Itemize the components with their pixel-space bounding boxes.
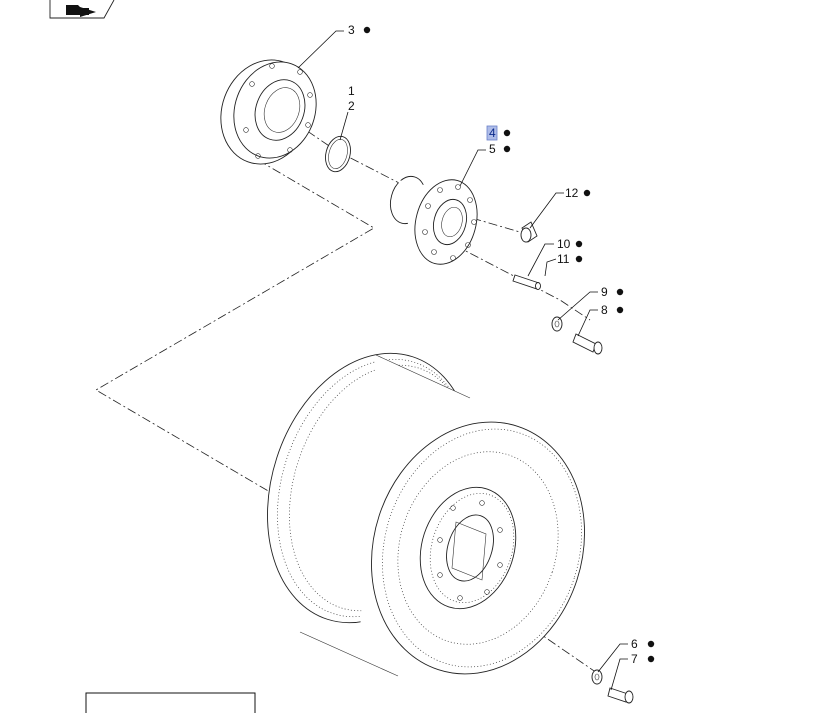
leader-lines: [297, 30, 628, 691]
callout-label: 6: [631, 637, 638, 651]
callout-label: 2: [348, 99, 355, 113]
callout-label: 4: [489, 126, 496, 140]
bushing[interactable]: [520, 221, 538, 243]
callout-3[interactable]: 3: [348, 23, 371, 37]
highlight-box: [486, 125, 498, 141]
callout-label: 5: [489, 142, 496, 156]
callout-dot: [616, 288, 624, 296]
callout-8[interactable]: 8: [601, 303, 624, 317]
washer-lower[interactable]: [591, 669, 603, 685]
callout-label: 11: [557, 252, 570, 266]
callout-dot: [583, 189, 591, 197]
bolt-upper[interactable]: [572, 333, 603, 355]
retaining-ring[interactable]: [322, 134, 354, 175]
callout-7[interactable]: 7: [631, 652, 655, 666]
callout-label: 1: [348, 84, 355, 98]
wheel-hub[interactable]: [385, 172, 486, 271]
callout-dot: [575, 255, 583, 263]
callout-dot: [616, 306, 624, 314]
callout-label: 3: [348, 23, 355, 37]
corner-tab[interactable]: [49, 0, 115, 19]
callout-2[interactable]: 2: [348, 99, 355, 113]
callout-dot: [647, 640, 655, 648]
callout-9[interactable]: 9: [601, 285, 624, 299]
bottom-frame-box: [85, 692, 256, 713]
callout-dot: [575, 240, 583, 248]
callout-5[interactable]: 5: [489, 142, 511, 156]
folder-arrow-icon: [66, 5, 96, 17]
callout-label: 12: [565, 186, 579, 200]
callout-12[interactable]: 12: [565, 186, 591, 200]
callout-label: 7: [631, 652, 638, 666]
bolt-lower[interactable]: [607, 687, 634, 704]
callout-label: 10: [557, 237, 571, 251]
callout-10[interactable]: 10: [557, 237, 583, 251]
hub-pin[interactable]: [512, 274, 541, 290]
callout-6[interactable]: 6: [631, 637, 655, 651]
callout-4[interactable]: 4: [486, 125, 511, 141]
callout-dot: [503, 145, 511, 153]
callout-1[interactable]: 1: [348, 84, 355, 98]
callout-label: 9: [601, 285, 608, 299]
callout-dot: [503, 129, 511, 137]
callout-11[interactable]: 11: [557, 252, 583, 266]
callout-dot: [363, 26, 371, 34]
washer-upper[interactable]: [551, 316, 563, 332]
callout-dot: [647, 655, 655, 663]
bearing-housing-flange[interactable]: [207, 47, 330, 177]
callout-label: 8: [601, 303, 608, 317]
wheel-rim[interactable]: [234, 326, 616, 701]
